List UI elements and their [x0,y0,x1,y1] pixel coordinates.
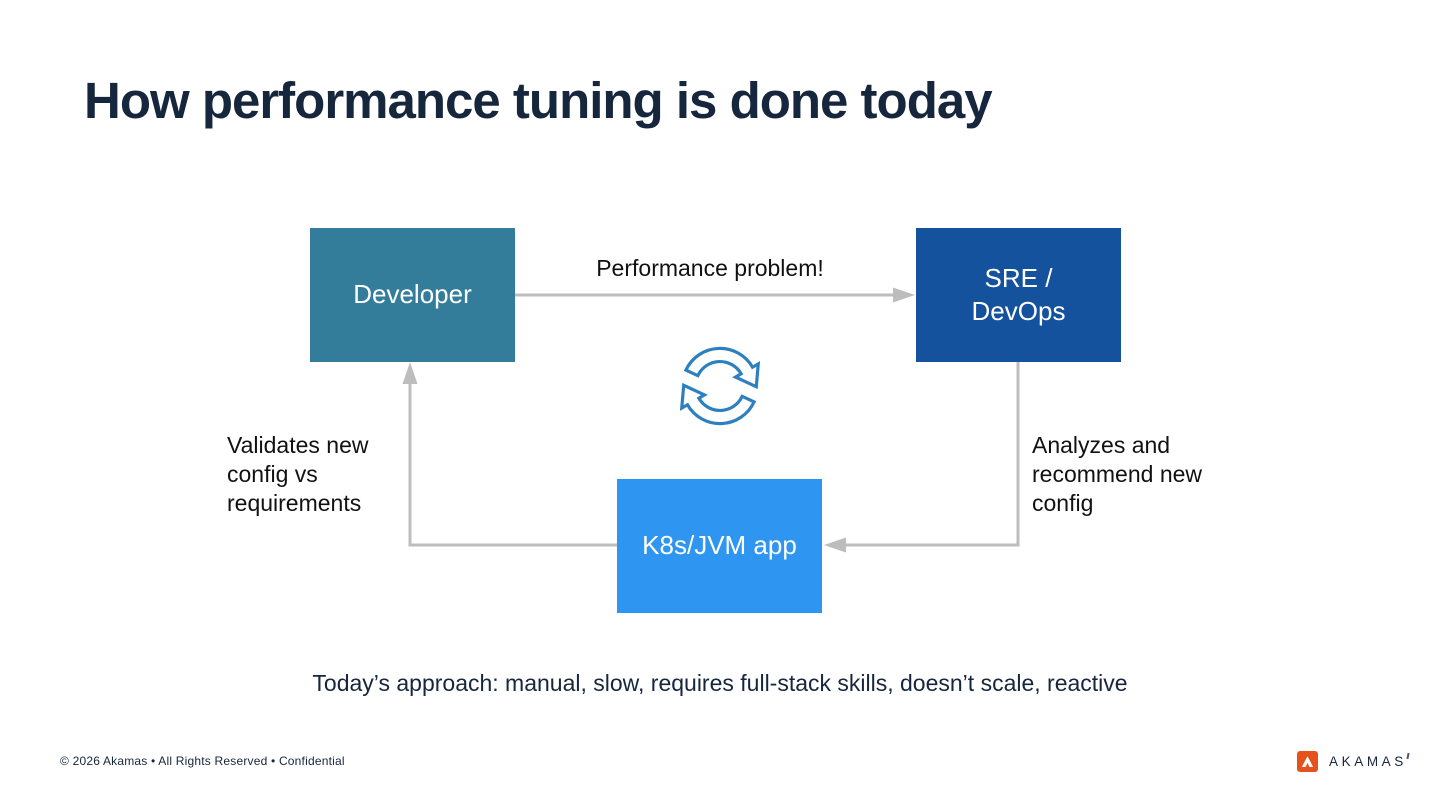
akamas-logo-apostrophe-icon [1406,752,1410,759]
arrowhead-right-icon [893,287,915,303]
node-sre-devops: SRE / DevOps [916,228,1121,362]
summary-text: Today’s approach: manual, slow, requires… [312,670,1128,696]
sync-top-arrow [683,346,761,390]
sync-cycle-icon [679,346,761,426]
node-k8s-jvm-app-label: K8s/JVM app [642,530,797,561]
arrow-sre-to-k8s-line [845,362,1020,547]
page-title: How performance tuning is done today [84,72,993,129]
akamas-logo: AKAMAS [1297,751,1410,772]
sync-bottom-arrow [679,382,757,426]
arrow-k8s-to-developer-line [408,383,617,547]
node-developer-label: Developer [353,279,472,310]
akamas-logo-wordmark: AKAMAS [1329,754,1407,769]
akamas-logo-icon [1297,751,1318,772]
label-performance-problem: Performance problem! [596,255,824,281]
footer-copyright: © 2026 Akamas • All Rights Reserved • Co… [60,754,345,768]
arrowhead-up-icon [402,362,418,384]
node-sre-devops-label: SRE / DevOps [971,262,1066,326]
label-analyzes-config: Analyzes and recommend new config [1032,432,1203,516]
arrowhead-left-icon [824,537,846,553]
node-k8s-jvm-app: K8s/JVM app [617,479,822,613]
label-validates-config: Validates new config vs requirements [227,432,369,516]
node-developer: Developer [310,228,515,362]
